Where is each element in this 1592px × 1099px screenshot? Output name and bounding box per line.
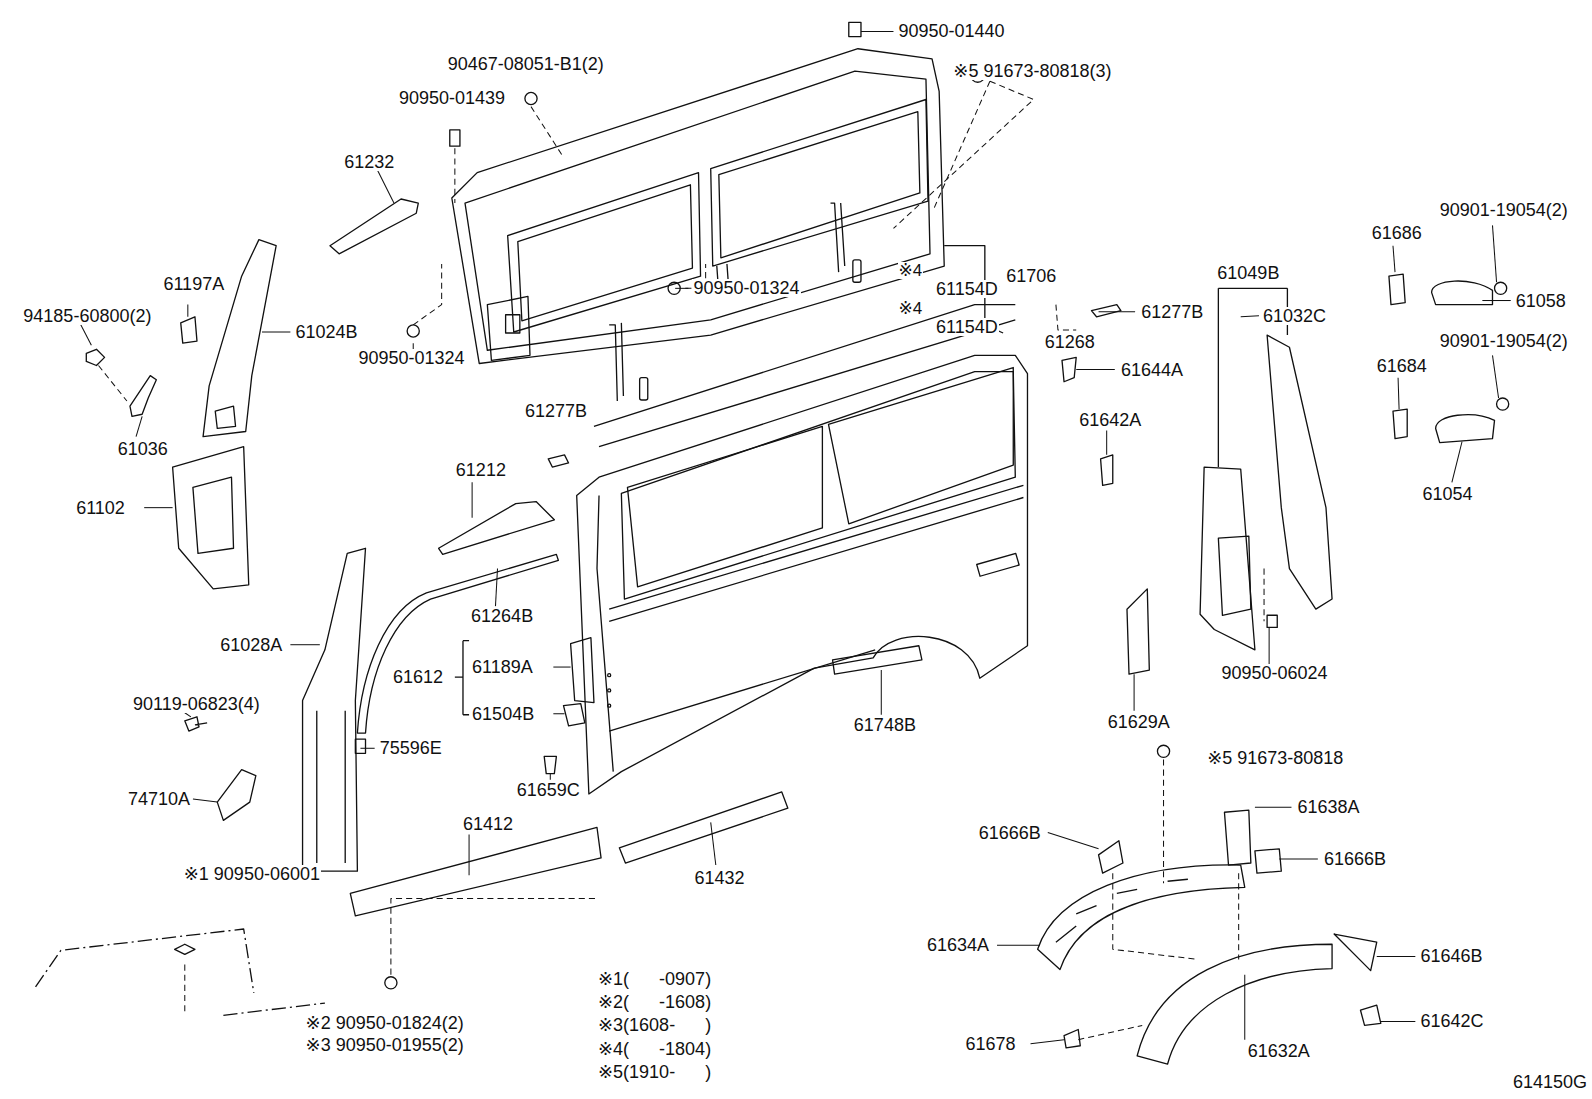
callout-number: ※4 (898, 300, 924, 317)
part-number: 61189A (471, 658, 534, 676)
callout-number: 75596E (379, 739, 443, 757)
part-number: 61666B (978, 824, 1042, 842)
part-number: 61706 (1005, 267, 1057, 285)
part-number: 61412 (462, 815, 514, 833)
callout-number: 90901-19054(2) (1439, 332, 1569, 350)
part-number: 61612 (392, 668, 444, 686)
part-number: 61277B (524, 402, 588, 420)
part-number: 61504B (471, 705, 535, 723)
part-number: 61634A (926, 936, 990, 954)
callout-number: ※2( -1608) (597, 993, 712, 1011)
part-number: 61686 (1371, 224, 1423, 242)
callout-number: ※4 (898, 262, 924, 279)
callout-number: 90950-06024 (1220, 664, 1328, 682)
part-number: 61644A (1120, 361, 1184, 379)
callout-number: ※4( -1804) (597, 1040, 712, 1058)
callout-number: 90950-01439 (398, 89, 506, 107)
part-number: 614150G (1512, 1073, 1588, 1091)
part-number: 61154D (935, 318, 999, 336)
part-number: 61232 (343, 153, 395, 171)
part-number: 61212 (455, 461, 507, 479)
part-number: 61748B (853, 716, 917, 734)
callout-number: ※3(1608- ) (597, 1016, 712, 1034)
part-number: 61032C (1262, 307, 1327, 325)
part-number: 61197A (162, 275, 225, 293)
callout-number: ※5(1910- ) (597, 1063, 712, 1081)
part-number: 61154D (935, 280, 999, 298)
callout-number: ※1 90950-06001 (183, 865, 321, 883)
part-number: 61678 (965, 1035, 1017, 1053)
part-number: 61277B (1140, 303, 1204, 321)
callout-number: 90950-01324 (692, 279, 800, 297)
part-number: 61642A (1078, 411, 1142, 429)
callout-number: 90119-06823(4) (132, 695, 261, 713)
part-number: 61646B (1419, 947, 1483, 965)
part-number: 61629A (1107, 713, 1171, 731)
part-number: 61054 (1421, 485, 1473, 503)
callout-number: 90467-08051-B1(2) (447, 55, 605, 73)
part-number: 61036 (117, 440, 169, 458)
callout-number: 90950-01440 (898, 22, 1006, 40)
part-number: 61432 (693, 869, 745, 887)
callout-number: ※2 90950-01824(2) (305, 1014, 465, 1032)
part-number: 61632A (1247, 1042, 1311, 1060)
part-number: 61638A (1297, 798, 1361, 816)
part-number: 61102 (75, 499, 126, 517)
part-number: 61642C (1419, 1012, 1484, 1030)
part-number: 61024B (294, 323, 358, 341)
part-number: 61058 (1515, 292, 1567, 310)
part-number: 61268 (1044, 333, 1096, 351)
callout-number: 94185-60800(2) (22, 307, 152, 325)
part-number: 61264B (470, 607, 534, 625)
part-number: 61028A (219, 636, 283, 654)
callout-number: ※1( -0907) (597, 970, 712, 988)
part-number: 61684 (1376, 357, 1428, 375)
part-number: 61049B (1216, 264, 1280, 282)
callout-number: ※5 91673-80818 (1206, 749, 1344, 767)
part-number: 61666B (1323, 850, 1387, 868)
callout-number: 74710A (127, 790, 191, 808)
callout-number: 90950-01324 (357, 349, 465, 367)
callout-number: 90901-19054(2) (1439, 201, 1569, 219)
callout-number: ※5 91673-80818(3) (952, 62, 1112, 80)
callout-number: ※3 90950-01955(2) (305, 1036, 465, 1054)
part-number: 61659C (516, 781, 581, 799)
